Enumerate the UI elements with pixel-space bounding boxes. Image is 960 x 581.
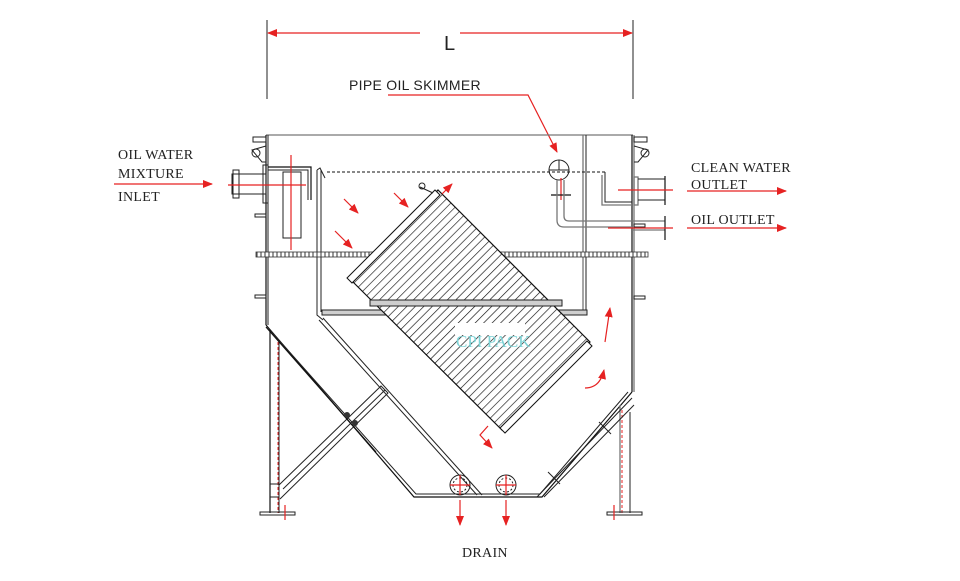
cpi-pack: CPI PACK (346, 182, 593, 434)
pipe-oil-skimmer-callout: PIPE OIL SKIMMER (349, 77, 558, 153)
cpi-pack-support-plate (369, 299, 563, 307)
inlet-label-line1: OIL WATER (118, 148, 194, 163)
inlet-label-line2: MIXTURE (118, 167, 184, 182)
clean-water-outlet-callout: CLEAN WATER OUTLET (687, 161, 791, 195)
cpi-pack-bottom-frame (499, 340, 593, 434)
skimmer-leader-line (388, 94, 558, 153)
inlet-callout: OIL WATER MIXTURE INLET (114, 148, 213, 205)
pipe-oil-skimmer-label: PIPE OIL SKIMMER (349, 77, 481, 93)
flow-arrow (604, 307, 613, 343)
inlet-distributor (282, 171, 302, 239)
cpi-pack-top-frame (346, 189, 441, 284)
support-leg-right (536, 397, 643, 520)
oil-outlet-nozzle (608, 216, 673, 240)
cross-brace-left (265, 326, 389, 500)
flow-arrow (441, 183, 453, 195)
flow-arrow (343, 198, 359, 214)
oil-outlet-callout: OIL OUTLET (687, 213, 787, 232)
flow-arrow (334, 230, 353, 249)
clean-water-label-line2: OUTLET (691, 178, 747, 193)
clean-water-outlet-nozzle (618, 176, 673, 206)
oil-outlet-label: OIL OUTLET (691, 213, 775, 228)
drain-label: DRAIN (462, 546, 508, 561)
inlet-nozzle (228, 155, 312, 250)
lifting-lug-left (251, 136, 267, 163)
flow-arrows (334, 183, 613, 449)
support-leg-left (259, 330, 296, 520)
flow-arrow (584, 369, 606, 389)
drain-nozzle-left (449, 474, 471, 526)
pipe-oil-skimmer (548, 159, 632, 228)
dimension-label: L (444, 33, 455, 55)
inlet-label-line3: INLET (118, 190, 160, 205)
drain-nozzle-right (495, 474, 517, 526)
overall-length-dimension: L (266, 20, 634, 99)
flow-arrow (479, 425, 493, 449)
lifting-lug-right (633, 136, 650, 163)
flow-arrow (393, 192, 409, 208)
cpi-pack-label: CPI PACK (456, 332, 531, 351)
clean-water-label-line1: CLEAN WATER (691, 161, 791, 176)
